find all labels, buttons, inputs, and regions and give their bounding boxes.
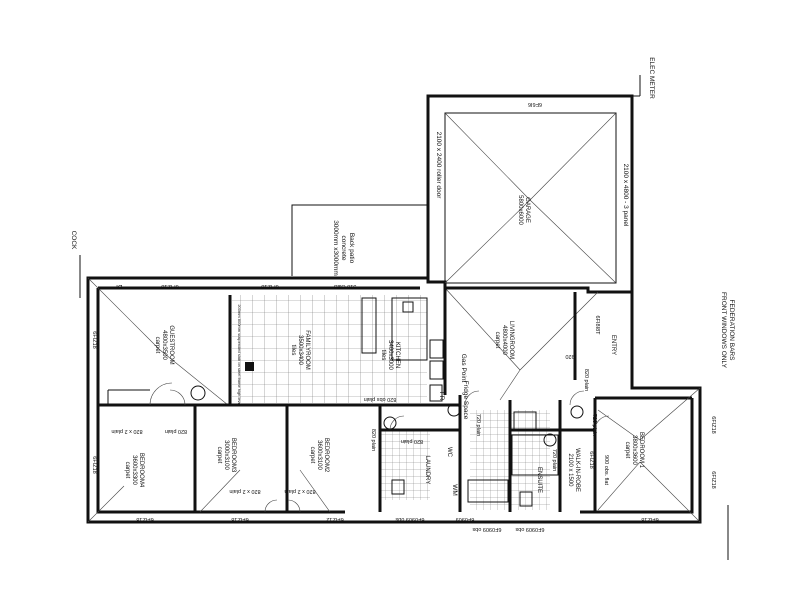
window-bed1-right: 6FIZ18	[710, 416, 716, 433]
window-bed2-bottom: 6FIZ12	[326, 516, 343, 522]
family-label: FAMILYROOM3500x3400tiles	[290, 330, 310, 370]
window-entry: 6FI8I8T	[594, 316, 600, 336]
patio-label: Back patioconcrete3000mm x3000mm	[332, 220, 355, 276]
window-garage-top: 6F6I6	[528, 101, 542, 107]
window-bath-bottom3: 6F0909 obs	[472, 526, 501, 532]
entry-label: ENTRY	[610, 335, 616, 355]
cock-label: COCK	[70, 231, 77, 250]
door-label-d11: 900 obs. flat	[603, 455, 609, 485]
door-label-d12: 820 plain	[583, 369, 589, 391]
federation-note: FEDERATION BARSFRONT WINDOWS ONLY	[720, 292, 735, 369]
window-bath-bottom2: 6F0909	[456, 516, 475, 522]
door-label-d8: 720 plain	[551, 449, 557, 471]
fr-label: FR	[438, 392, 445, 401]
back-patio	[291, 204, 428, 276]
bed1-label: BEDROOM 13800x3600carpet	[624, 432, 644, 469]
window-bed1-bottom: 6FIZ18	[641, 516, 658, 522]
door-label-d10: 720 plain	[591, 414, 597, 436]
stove-note: 200mm 800mm suspended slab on steel fram…	[237, 304, 242, 406]
guest-label: GUESTROOM4800x3500carpet	[154, 325, 174, 364]
elec-meter-label: ELEC METER	[648, 57, 655, 99]
gas-point-label: Gas Point	[460, 354, 467, 383]
door-label-d9: 820 plain	[401, 438, 423, 444]
window-bed4-left: 6FIZ18	[91, 456, 97, 473]
fridge-label: Fridge Space	[462, 381, 469, 420]
window-top3: 318 G&D	[334, 283, 357, 289]
wm-label: WM	[451, 484, 458, 496]
garage-label: GARAGE5800x6000	[517, 195, 530, 225]
bathroom-fittings	[391, 411, 559, 507]
window-bed3-bottom: 6FIZ18	[231, 516, 248, 522]
laundry-label: LAUNDRY	[424, 456, 430, 485]
window-bath-bottom1: 6F0909 obs	[395, 516, 424, 522]
door-label-d5: 820 plain	[370, 429, 376, 451]
kitchen-fittings	[245, 297, 444, 402]
door-label-d2: 820 plain	[165, 428, 187, 434]
walkin-label: WALK-IN-ROBE2100 x 1500	[567, 448, 580, 492]
roof-lines	[87, 277, 701, 523]
kitchen-label: KITCHEN3400x3000tiles	[380, 340, 400, 370]
markers	[190, 385, 584, 447]
door-label-d6: 820 obs plain	[364, 396, 397, 402]
dp-label: DP	[113, 283, 122, 290]
window-bed1-right2: 6FIZ18	[710, 471, 716, 488]
interior-walls	[98, 288, 597, 512]
annotation-lines	[79, 75, 729, 560]
roller-door-label: 2100 x 2400 roller door	[435, 132, 442, 200]
ensuite-label: ENSUITE	[536, 467, 542, 493]
window-bath-bottom4: 6F0909 obs	[515, 526, 544, 532]
window-top2: 6FIZ18	[261, 283, 278, 289]
window-guest-left: 6FIZ18	[91, 331, 97, 348]
panel-door-label: 2100 x 4800 - 3 panel	[622, 164, 629, 227]
window-top1: 6FIZ18	[161, 283, 178, 289]
door-label-d13: 920	[565, 353, 574, 359]
door-label-d4: 820 x 2 plain	[284, 488, 315, 494]
door-label-d7: 720 plain	[475, 414, 481, 436]
door-label-d1: 820 x 2 plain	[111, 428, 142, 434]
bed2-label: BEDROOM23600x3100carpet	[309, 438, 329, 473]
bed3-label: BEDROOM33000x3100carpet	[216, 438, 236, 473]
wc-label: WC	[446, 447, 452, 458]
door-label-d3: 820 x 2 plain	[229, 488, 260, 494]
window-bed4-bottom: 6FIZ18	[136, 516, 153, 522]
living-label: LIVINGROOM4800x4000carpet	[494, 321, 514, 359]
garage	[426, 94, 634, 294]
bed4-label: BEDROOM43600x3300carpet	[124, 453, 144, 488]
door-swings	[149, 382, 610, 513]
window-walkin: 6FIZ18	[588, 451, 594, 468]
